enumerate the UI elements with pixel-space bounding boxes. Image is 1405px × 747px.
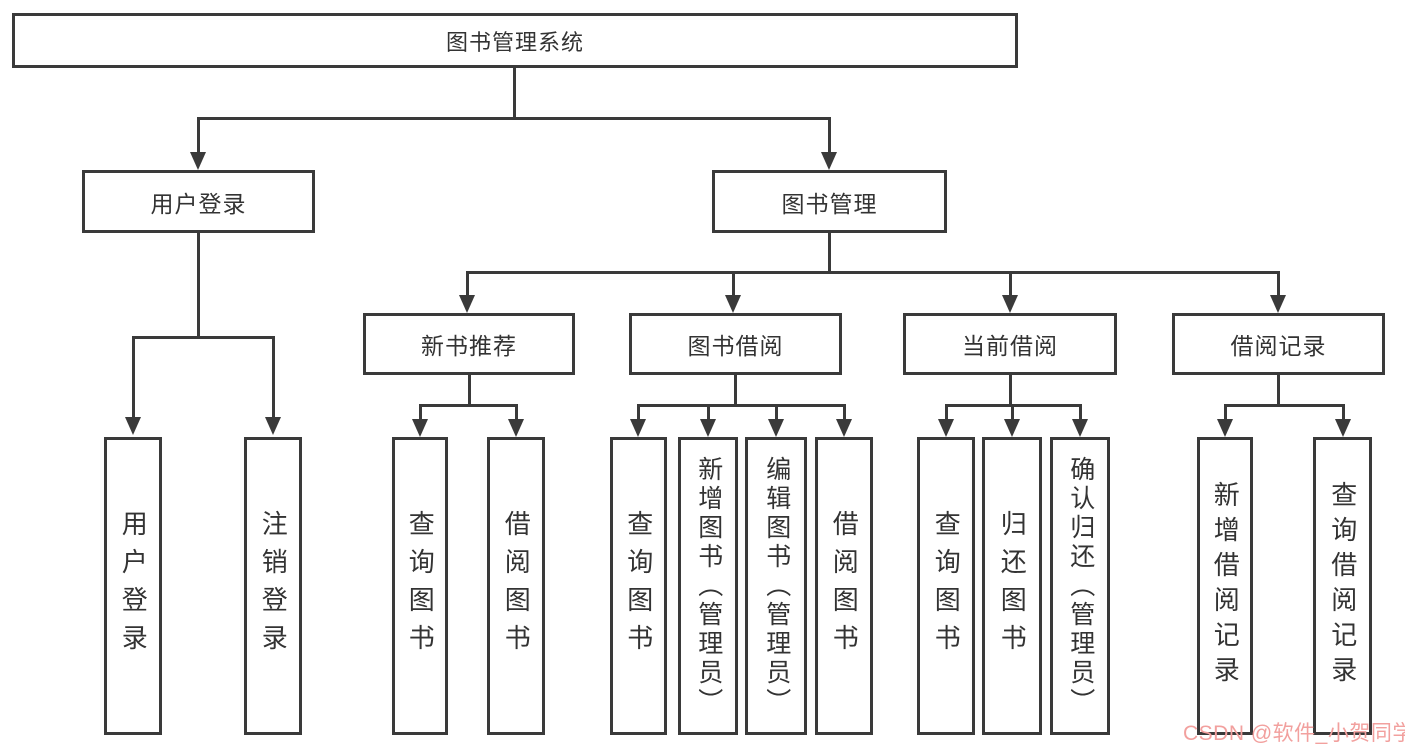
connector-borrow-drop-2 <box>707 404 710 420</box>
connector-newbook-drop-2 <box>515 404 518 420</box>
arrow-down-icon <box>459 295 475 313</box>
leaf-record-query: 查询借阅记录 <box>1313 437 1372 735</box>
node-user-login-label: 用户登录 <box>150 190 247 217</box>
arrow-down-icon <box>836 419 852 437</box>
node-new-book-recommend-label: 新书推荐 <box>421 333 517 359</box>
connector-userlogin-drop-left <box>132 336 135 417</box>
node-book-management-label: 图书管理 <box>781 190 878 217</box>
connector-borrow-drop-3 <box>775 404 778 420</box>
arrow-down-icon <box>508 419 524 437</box>
arrow-down-icon <box>768 419 784 437</box>
arrow-down-icon <box>1072 419 1088 437</box>
arrow-down-icon <box>1217 419 1233 437</box>
leaf-record-add-label: 新增借阅记录 <box>1210 481 1241 691</box>
arrow-down-icon <box>1004 419 1020 437</box>
connector-root-vline <box>513 68 516 120</box>
connector-records-hline <box>1224 404 1345 407</box>
connector-borrow-vline <box>734 375 737 407</box>
node-current-borrow-label: 当前借阅 <box>962 333 1058 359</box>
node-book-management: 图书管理 <box>712 170 947 233</box>
connector-newbook-drop-1 <box>419 404 422 420</box>
connector-records-drop-2 <box>1342 404 1345 420</box>
leaf-newbook-query: 查询图书 <box>392 437 448 735</box>
node-book-borrow: 图书借阅 <box>629 313 842 375</box>
leaf-user-login: 用户登录 <box>104 437 162 735</box>
leaf-borrow-add-admin-label: 新增图书（管理员） <box>694 455 723 717</box>
node-borrow-records: 借阅记录 <box>1172 313 1385 375</box>
arrow-down-icon <box>1270 295 1286 313</box>
connector-root-drop-left <box>197 117 200 154</box>
arrow-down-icon <box>190 152 206 170</box>
connector-bookmgmt-drop-2 <box>732 271 735 297</box>
arrow-down-icon <box>821 152 837 170</box>
connector-borrow-drop-4 <box>843 404 846 420</box>
leaf-logout: 注销登录 <box>244 437 302 735</box>
node-root-system: 图书管理系统 <box>12 13 1018 68</box>
leaf-newbook-borrow-label: 借阅图书 <box>501 510 532 662</box>
leaf-borrow-query: 查询图书 <box>610 437 667 735</box>
connector-userlogin-drop-right <box>272 336 275 417</box>
connector-records-vline <box>1277 375 1280 407</box>
arrow-down-icon <box>700 419 716 437</box>
leaf-current-query-label: 查询图书 <box>931 510 962 662</box>
leaf-confirm-return-admin-label: 确认归还（管理员） <box>1066 455 1095 717</box>
connector-bookmgmt-drop-1 <box>466 271 469 297</box>
connector-records-drop-1 <box>1224 404 1227 420</box>
connector-userlogin-vline <box>197 233 200 339</box>
leaf-record-add: 新增借阅记录 <box>1197 437 1253 735</box>
connector-bookmgmt-drop-4 <box>1277 271 1280 297</box>
leaf-logout-label: 注销登录 <box>258 510 289 662</box>
connector-current-drop-2 <box>1011 404 1014 420</box>
connector-borrow-drop-1 <box>637 404 640 420</box>
connector-bookmgmt-drop-3 <box>1009 271 1012 297</box>
leaf-current-query: 查询图书 <box>917 437 975 735</box>
arrow-down-icon <box>1335 419 1351 437</box>
leaf-borrow-edit-admin-label: 编辑图书（管理员） <box>762 455 791 717</box>
arrow-down-icon <box>630 419 646 437</box>
leaf-newbook-borrow: 借阅图书 <box>487 437 545 735</box>
connector-bookmgmt-hline <box>466 271 1280 274</box>
node-borrow-records-label: 借阅记录 <box>1230 333 1327 359</box>
connector-current-vline <box>1009 375 1012 407</box>
leaf-confirm-return-admin: 确认归还（管理员） <box>1050 437 1110 735</box>
arrow-down-icon <box>938 419 954 437</box>
connector-bookmgmt-vline <box>828 233 831 274</box>
connector-newbook-vline <box>468 375 471 407</box>
arrow-down-icon <box>125 417 141 435</box>
leaf-borrow-add-admin: 新增图书（管理员） <box>678 437 738 735</box>
leaf-record-query-label: 查询借阅记录 <box>1327 481 1358 691</box>
leaf-return-book: 归还图书 <box>982 437 1042 735</box>
arrow-down-icon <box>412 419 428 437</box>
leaf-borrow-edit-admin: 编辑图书（管理员） <box>745 437 807 735</box>
connector-borrow-hline <box>637 404 846 407</box>
leaf-user-login-label: 用户登录 <box>118 510 149 662</box>
connector-userlogin-hline <box>132 336 275 339</box>
node-root-label: 图书管理系统 <box>445 29 584 55</box>
connector-root-hline <box>197 117 831 120</box>
connector-current-drop-3 <box>1079 404 1082 420</box>
leaf-borrow-book-label: 借阅图书 <box>829 510 860 662</box>
arrow-down-icon <box>265 417 281 435</box>
csdn-watermark: CSDN @软件_小贺同学 <box>1183 722 1405 745</box>
connector-root-drop-right <box>828 117 831 154</box>
leaf-borrow-query-label: 查询图书 <box>623 510 654 662</box>
connector-newbook-hline <box>419 404 518 407</box>
node-new-book-recommend: 新书推荐 <box>363 313 575 375</box>
leaf-newbook-query-label: 查询图书 <box>405 510 436 662</box>
node-user-login: 用户登录 <box>82 170 315 233</box>
leaf-return-book-label: 归还图书 <box>997 510 1028 662</box>
leaf-borrow-book: 借阅图书 <box>815 437 873 735</box>
arrow-down-icon <box>1002 295 1018 313</box>
node-book-borrow-label: 图书借阅 <box>687 333 784 359</box>
connector-current-drop-1 <box>945 404 948 420</box>
node-current-borrow: 当前借阅 <box>903 313 1117 375</box>
arrow-down-icon <box>725 295 741 313</box>
